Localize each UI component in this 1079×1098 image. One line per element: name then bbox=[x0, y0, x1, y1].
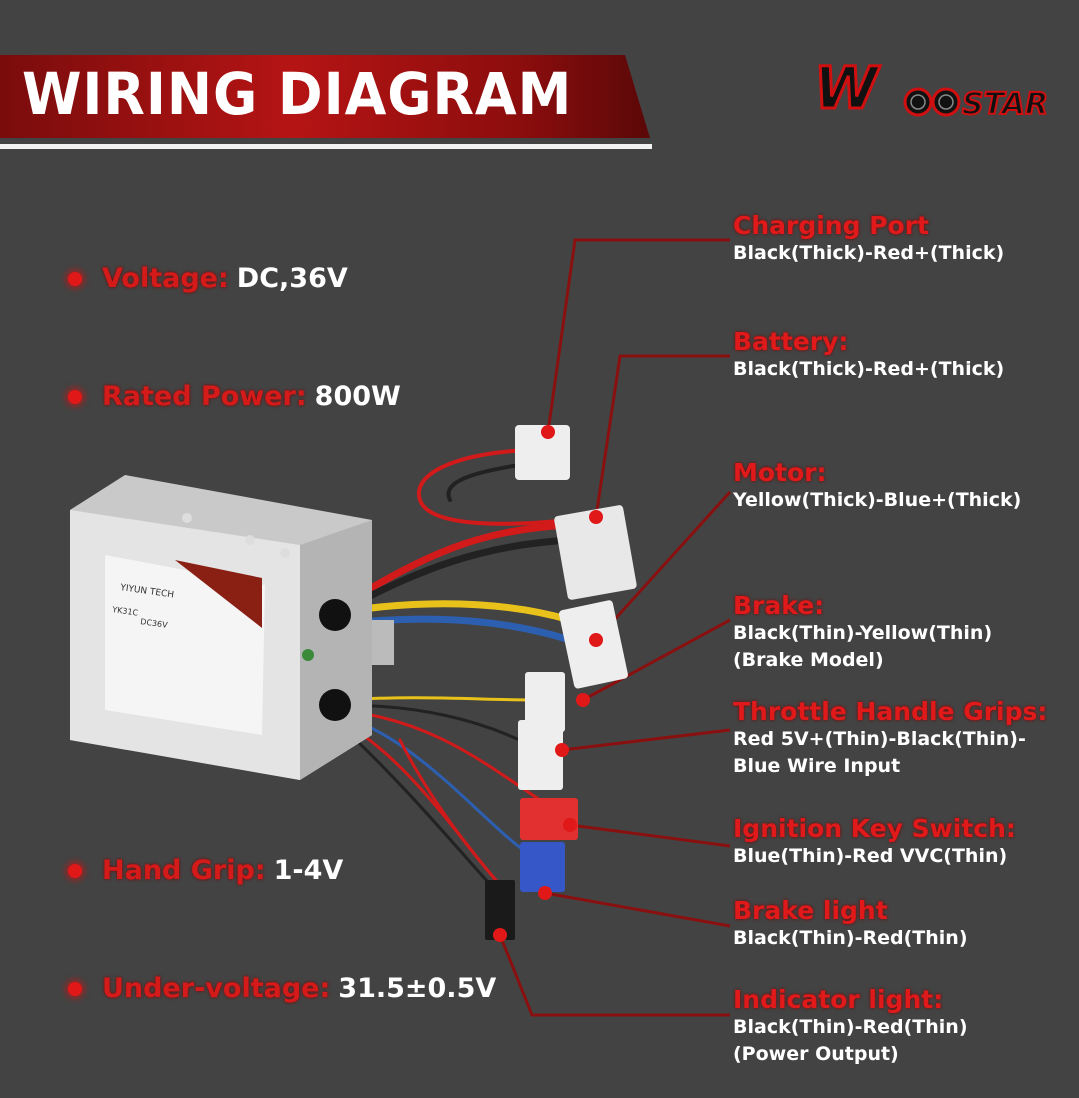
brake-plug bbox=[525, 672, 565, 732]
svg-text:STAR: STAR bbox=[962, 87, 1048, 122]
controller-voltage: DC36V bbox=[140, 617, 169, 630]
title-banner bbox=[0, 55, 650, 138]
leader-ignition bbox=[569, 823, 731, 848]
leader-brake-light bbox=[544, 891, 731, 928]
bullet-icon bbox=[68, 389, 82, 404]
spec-under-voltage: Under-voltage:31.5±0.5V bbox=[66, 973, 496, 1004]
label-motor: Motor:Yellow(Thick)-Blue+(Thick) bbox=[733, 458, 1022, 512]
woostar-logo: W STAR bbox=[813, 53, 1050, 123]
connector-plugs bbox=[485, 425, 637, 940]
spec-hand-grip: Hand Grip:1-4V bbox=[66, 855, 343, 886]
leader-brake bbox=[582, 618, 731, 702]
marker-dots bbox=[493, 425, 603, 942]
label-ignition: Ignition Key Switch:Blue(Thin)-Red VVC(T… bbox=[733, 814, 1016, 868]
leader-charging-port bbox=[546, 238, 730, 433]
bullet-icon bbox=[68, 981, 82, 996]
controller-box: YIYUN TECH YK31C DC36V bbox=[70, 475, 394, 780]
brake-light-plug bbox=[520, 842, 565, 892]
label-throttle: Throttle Handle Grips:Red 5V+(Thin)-Blac… bbox=[733, 697, 1048, 778]
title-underline bbox=[0, 144, 652, 149]
svg-text:W: W bbox=[814, 54, 881, 122]
controller-model: YK31C bbox=[111, 605, 139, 618]
leader-lines bbox=[498, 238, 732, 1017]
label-indicator: Indicator light:Black(Thin)-Red(Thin)(Po… bbox=[733, 985, 968, 1066]
spec-voltage: Voltage:DC,36V bbox=[66, 263, 348, 294]
bullet-icon bbox=[68, 271, 82, 286]
leader-battery bbox=[594, 354, 730, 518]
ignition-plug bbox=[520, 798, 578, 840]
leader-indicator bbox=[498, 934, 730, 1017]
leader-motor bbox=[594, 490, 732, 642]
leader-throttle bbox=[561, 728, 731, 752]
charging-port-plug bbox=[515, 425, 570, 480]
battery-plug bbox=[554, 505, 637, 600]
label-brake: Brake:Black(Thin)-Yellow(Thin)(Brake Mod… bbox=[733, 591, 993, 672]
throttle-plug bbox=[518, 720, 563, 790]
indicator-plug bbox=[485, 880, 515, 940]
bullet-icon bbox=[68, 863, 82, 878]
page-title: WIRING DIAGRAM bbox=[22, 60, 573, 128]
spec-rated-power: Rated Power:800W bbox=[66, 381, 401, 412]
label-battery: Battery:Black(Thick)-Red+(Thick) bbox=[733, 327, 1005, 381]
